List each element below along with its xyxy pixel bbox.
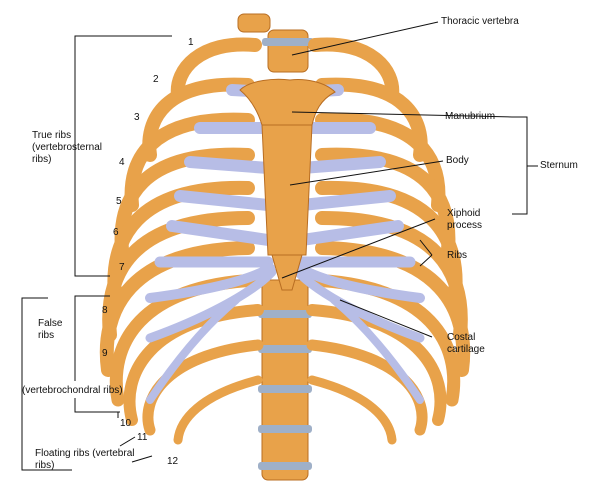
- rib-number-7: 7: [119, 262, 125, 273]
- rib-number-8: 8: [102, 305, 108, 316]
- rib-number-5: 5: [116, 196, 122, 207]
- rib-number-12: 12: [167, 456, 179, 467]
- ribs-right: [305, 37, 471, 445]
- label-false-ribs: False ribs: [38, 318, 63, 341]
- rib-number-1: 1: [188, 37, 194, 48]
- rib-number-10: 10: [120, 418, 132, 429]
- rib-number-4: 4: [119, 157, 125, 168]
- label-xiphoid-process: Xiphoid process: [447, 208, 483, 231]
- costal-cartilage: [145, 84, 425, 404]
- rib-number-3: 3: [134, 112, 140, 123]
- rib-number-9: 9: [102, 348, 108, 359]
- label-vertebrochondral-ribs: (vertebrochondral ribs): [22, 385, 123, 396]
- leader-lines: [21, 21, 538, 471]
- label-costal-cartilage: Costal cartilage: [447, 332, 485, 355]
- label-floating-ribs: Floating ribs (vertebral ribs): [35, 448, 135, 471]
- label-sternum: Sternum: [540, 160, 578, 171]
- rib-number-11: 11: [137, 432, 148, 443]
- sternum: [239, 78, 336, 291]
- label-thoracic-vertebra: Thoracic vertebra: [441, 16, 519, 27]
- rib-number-2: 2: [153, 74, 159, 85]
- ribs-left: [99, 37, 265, 445]
- label-body: Body: [446, 155, 469, 166]
- rib-number-6: 6: [113, 227, 119, 238]
- label-manubrium: Manubrium: [445, 111, 496, 122]
- label-ribs: Ribs: [447, 250, 468, 261]
- label-true-ribs: True ribs (vertebrosternal ribs): [32, 130, 103, 165]
